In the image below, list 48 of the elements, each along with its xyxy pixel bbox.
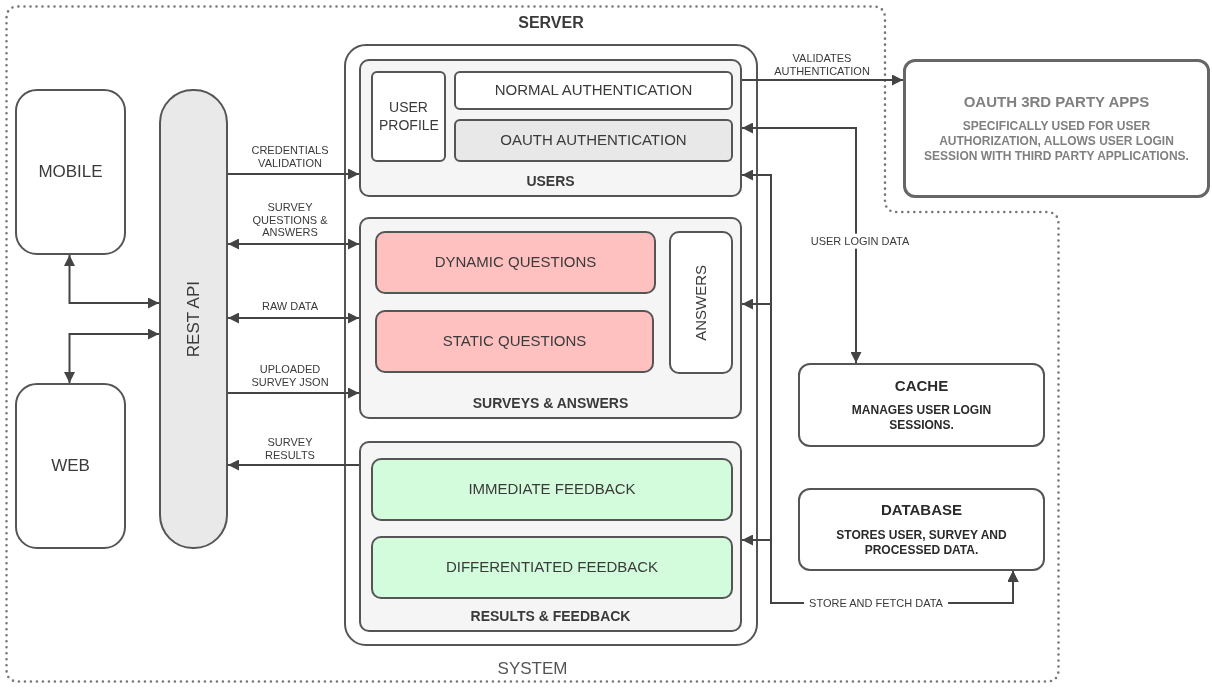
- box-label: ANSWERS: [690, 264, 710, 341]
- client-box: [15, 89, 126, 255]
- group-title: SURVEYS & ANSWERS: [472, 395, 629, 411]
- frame-title: SERVER: [518, 14, 584, 32]
- box-title: OAUTH 3RD PARTY APPS: [962, 92, 1151, 112]
- box-label: WEB: [50, 455, 91, 477]
- arrow: [227, 459, 360, 471]
- group-panel: [359, 217, 742, 419]
- service-box: [798, 488, 1045, 571]
- component-box: [669, 231, 733, 374]
- edge-label: RAW DATA: [260, 300, 320, 313]
- group-title: USERS: [526, 173, 575, 189]
- group-panel: [359, 59, 742, 197]
- box-label: MOBILE: [37, 161, 104, 183]
- arrow: [741, 74, 904, 86]
- arrow: [227, 387, 360, 399]
- box-description: STORES USER, SURVEY AND PROCESSED DATA.: [835, 527, 1008, 558]
- component-box: [371, 536, 733, 599]
- box-description: MANAGES USER LOGIN SESSIONS.: [850, 403, 993, 434]
- box-label: REST API: [182, 280, 204, 358]
- component-box: [375, 310, 654, 373]
- external-box: [903, 59, 1210, 198]
- client-box: [15, 383, 126, 549]
- box-label: USER PROFILE: [378, 99, 440, 134]
- boundary-label: SYSTEM: [497, 659, 568, 679]
- component-box: [371, 71, 446, 162]
- arrow: [64, 254, 160, 309]
- box-label: OAUTH AUTHENTICATION: [499, 131, 688, 150]
- component-box: [371, 458, 733, 521]
- box-label: DYNAMIC QUESTIONS: [433, 253, 598, 272]
- group-panel: [359, 441, 742, 632]
- arrow: [227, 312, 360, 324]
- component-box: [375, 231, 656, 294]
- box-label: DIFFERENTIATED FEEDBACK: [444, 558, 660, 577]
- arrow: [227, 168, 360, 180]
- box-title: DATABASE: [879, 501, 964, 520]
- box-label: IMMEDIATE FEEDBACK: [467, 480, 637, 499]
- arrow: [741, 122, 862, 364]
- component-box: [454, 119, 733, 162]
- box-label: STATIC QUESTIONS: [441, 332, 588, 351]
- group-title: RESULTS & FEEDBACK: [470, 608, 631, 624]
- box-description: SPECIFICALLY USED FOR USER AUTHORIZATION, ALLOWS USER LOGIN SESSION WITH THIRD PARTY APPLICATIONS.: [923, 119, 1190, 165]
- service-box: [798, 363, 1045, 447]
- arrow: [64, 328, 160, 384]
- box-label: NORMAL AUTHENTICATION: [493, 81, 694, 100]
- arrow: [227, 238, 360, 250]
- component-box: [454, 71, 733, 110]
- box-title: CACHE: [893, 376, 950, 396]
